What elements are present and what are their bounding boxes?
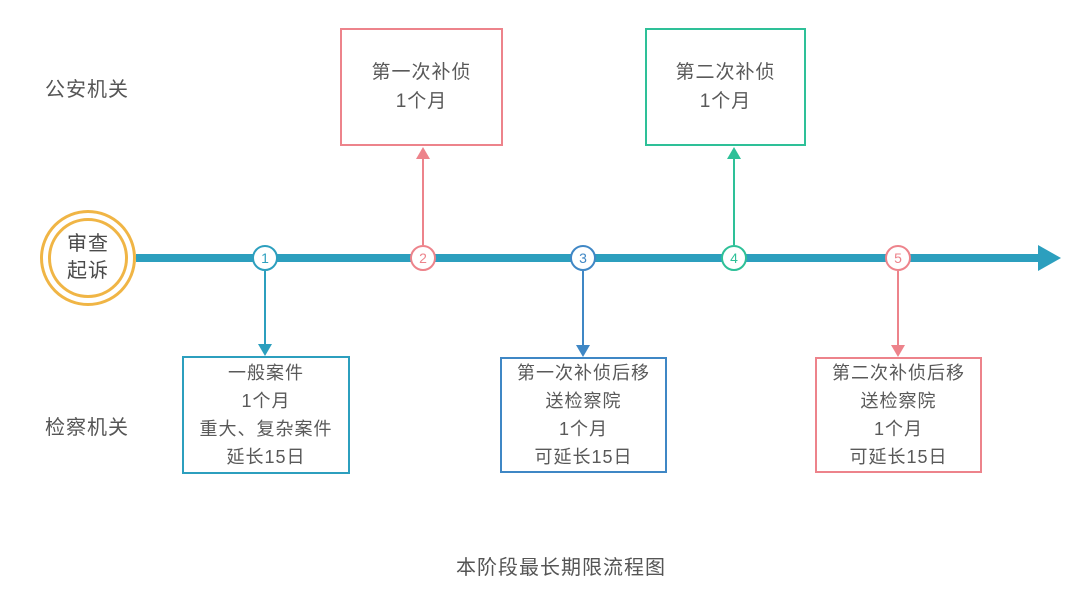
connector-1-line [264,271,266,344]
box-text-line: 重大、复杂案件 [199,419,333,439]
box-general-case-deadline: 一般案件 1个月 重大、复杂案件 延长15日 [182,356,350,474]
connector-4-arrow-up-icon [727,147,741,159]
timeline-arrowhead-icon [1038,245,1061,271]
timeline-milestone-5: 5 [885,245,911,271]
connector-3-arrow-down-icon [576,345,590,357]
box-text-line: 一般案件 [228,363,304,383]
box-after-first-supplementary-transfer: 第一次补侦后移 送检察院 1个月 可延长15日 [500,357,667,473]
connector-5-line [897,271,899,345]
box-text-line: 延长15日 [226,447,306,467]
start-node: 审查 起诉 [40,210,136,306]
connector-4-line [733,159,735,245]
lane-label-procuratorate-organ: 检察机关 [45,417,129,439]
start-node-label-line2: 起诉 [67,260,109,282]
connector-2-arrow-up-icon [416,147,430,159]
box-text-line: 第二次补侦 [675,62,776,83]
box-text-line: 1个月 [241,391,291,411]
diagram-caption: 本阶段最长期限流程图 [456,557,666,579]
timeline-milestone-1: 1 [252,245,278,271]
lane-label-police-organ: 公安机关 [45,79,129,101]
box-after-second-supplementary-transfer: 第二次补侦后移 送检察院 1个月 可延长15日 [815,357,982,473]
box-second-supplementary-investigation: 第二次补侦 1个月 [645,28,806,146]
box-text-line: 1个月 [873,419,923,439]
connector-2-line [422,159,424,245]
box-text-line: 第二次补侦后移 [832,363,965,383]
box-text-line: 1个月 [558,419,608,439]
box-text-line: 第一次补侦 [371,62,472,83]
box-text-line: 1个月 [395,91,448,112]
connector-1-arrow-down-icon [258,344,272,356]
box-text-line: 送检察院 [545,391,622,411]
connector-3-line [582,271,584,345]
box-text-line: 可延长15日 [849,447,948,467]
box-text-line: 1个月 [699,91,752,112]
start-node-inner-ring: 审查 起诉 [48,218,128,298]
box-text-line: 送检察院 [860,391,937,411]
start-node-label-line1: 审查 [67,233,109,255]
box-first-supplementary-investigation: 第一次补侦 1个月 [340,28,503,146]
timeline-milestone-3: 3 [570,245,596,271]
box-text-line: 可延长15日 [534,447,633,467]
timeline-milestone-4: 4 [721,245,747,271]
timeline-milestone-2: 2 [410,245,436,271]
box-text-line: 第一次补侦后移 [517,363,650,383]
connector-5-arrow-down-icon [891,345,905,357]
